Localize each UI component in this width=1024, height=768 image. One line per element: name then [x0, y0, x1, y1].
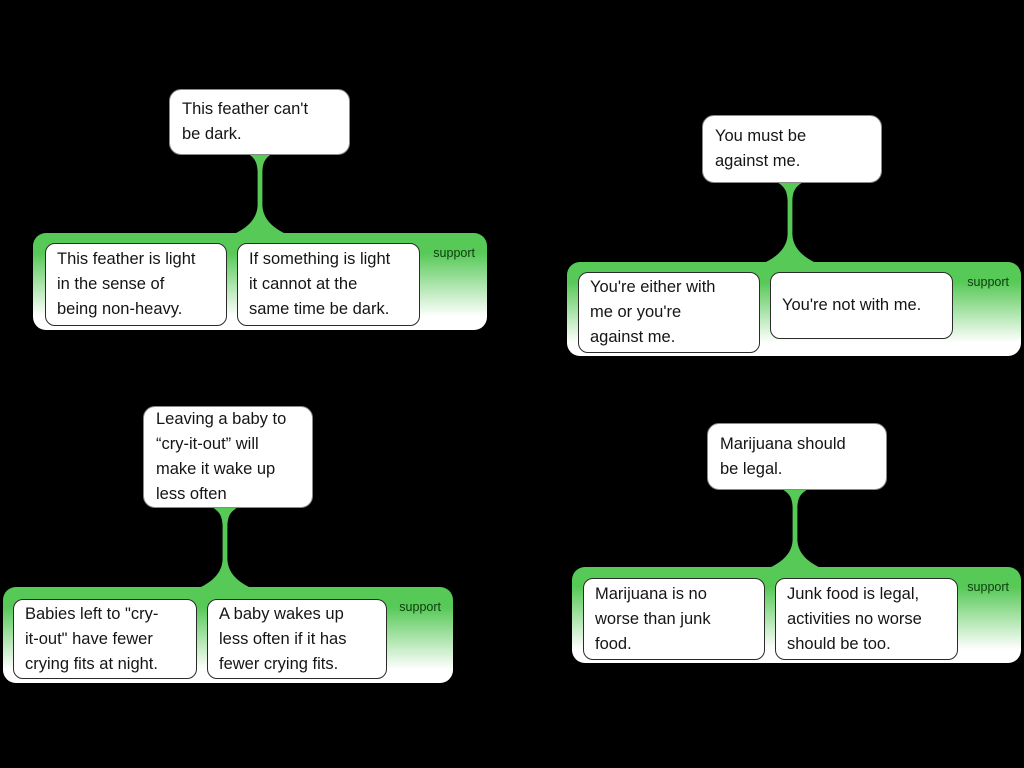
support-label: support: [433, 246, 475, 260]
premise-box[interactable]: Marijuana is no worse than junk food.: [583, 578, 765, 660]
support-connector[interactable]: [765, 489, 825, 568]
support-label: support: [967, 580, 1009, 594]
premise-box[interactable]: Junk food is legal, activities no worse …: [775, 578, 958, 660]
support-group[interactable]: support You're either with me or you're …: [567, 262, 1021, 356]
claim-box[interactable]: You must be against me.: [702, 115, 882, 183]
support-connector[interactable]: [230, 153, 290, 234]
support-connector[interactable]: [195, 507, 255, 588]
support-connector[interactable]: [760, 182, 820, 263]
premise-box[interactable]: A baby wakes up less often if it has few…: [207, 599, 387, 679]
support-group[interactable]: support Marijuana is no worse than junk …: [572, 567, 1021, 663]
premise-box[interactable]: This feather is light in the sense of be…: [45, 243, 227, 326]
support-label: support: [967, 275, 1009, 289]
claim-box[interactable]: This feather can't be dark.: [169, 89, 350, 155]
support-group[interactable]: support Babies left to "cry- it-out" hav…: [3, 587, 453, 683]
claim-box[interactable]: Leaving a baby to “cry-it-out” will make…: [143, 406, 313, 508]
premise-box[interactable]: Babies left to "cry- it-out" have fewer …: [13, 599, 197, 679]
premise-box[interactable]: You're either with me or you're against …: [578, 272, 760, 353]
premise-box[interactable]: You're not with me.: [770, 272, 953, 339]
support-group[interactable]: support This feather is light in the sen…: [33, 233, 487, 330]
premise-box[interactable]: If something is light it cannot at the s…: [237, 243, 420, 326]
claim-box[interactable]: Marijuana should be legal.: [707, 423, 887, 490]
support-label: support: [399, 600, 441, 614]
